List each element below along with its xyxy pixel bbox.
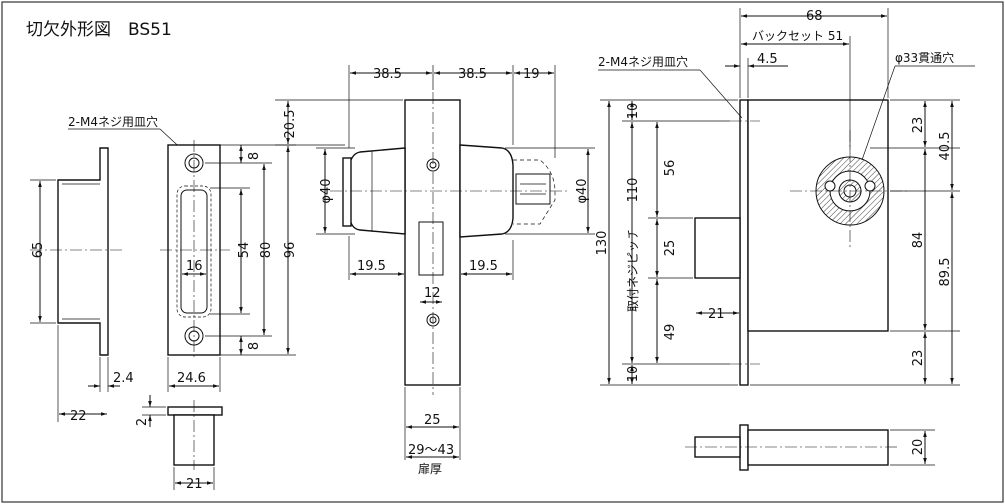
dim-68: 68	[806, 9, 823, 24]
label-screw-holes-left: 2-M4ネジ用皿穴	[68, 114, 158, 129]
label-door-thickness: 扉厚	[418, 462, 442, 476]
dim-25-latch: 25	[663, 240, 678, 257]
lock-top-view: 20	[685, 424, 935, 471]
lock-body-side-view: 68 バックセット 51 4.5 2-M4ネジ用皿穴 φ33貫通穴 130 10…	[595, 8, 975, 386]
dim-10-bottom: 10	[626, 366, 641, 383]
dim-84: 84	[911, 232, 926, 249]
dim-38-5-left: 38.5	[373, 67, 402, 82]
dim-21-strike: 21	[186, 477, 203, 492]
label-through-hole: φ33貫通穴	[895, 50, 954, 65]
dim-21-latch: 21	[708, 307, 725, 322]
label-mount-pitch: 取付ネジピッチ	[626, 228, 640, 312]
dim-20: 20	[911, 439, 926, 456]
dim-23-bottom: 23	[911, 350, 926, 367]
dim-19-5-left: 19.5	[357, 259, 386, 274]
dim-29-43: 29～43	[408, 443, 454, 458]
dim-49: 49	[663, 324, 678, 341]
dim-25-backplate: 25	[424, 413, 441, 428]
label-backset: バックセット 51	[752, 29, 843, 43]
dim-24-6: 24.6	[177, 371, 206, 386]
dim-phi40-right: φ40	[575, 178, 590, 203]
dim-phi40-left: φ40	[319, 178, 334, 203]
lock-front-view: 38.5 38.5 19 20.5 φ40 φ40 19.5 19.5 12	[275, 65, 595, 476]
dim-16: 16	[186, 259, 203, 274]
dim-12: 12	[424, 286, 441, 301]
dim-54: 54	[237, 242, 252, 259]
dim-96: 96	[283, 242, 298, 259]
dim-22: 22	[70, 409, 87, 424]
drawing-title: 切欠外形図 BS51	[26, 20, 172, 40]
dim-80: 80	[259, 242, 274, 259]
strike-top-view: 2 21	[135, 395, 223, 492]
strike-side-view: 65 2.4 22 2-M4ネジ用皿穴	[30, 114, 189, 424]
dim-19: 19	[523, 67, 540, 82]
dim-10-top: 10	[626, 103, 641, 120]
dim-8-bottom: 8	[247, 342, 262, 350]
strike-plate-front: 8 54 80 8 96 16 24.6	[160, 140, 298, 392]
dim-65: 65	[31, 242, 46, 259]
dim-40-5: 40.5	[938, 132, 953, 161]
dim-38-5-right: 38.5	[458, 67, 487, 82]
dim-8-top: 8	[247, 152, 262, 160]
dim-56: 56	[663, 160, 678, 177]
dim-110: 110	[626, 178, 641, 203]
label-screw-holes-right: 2-M4ネジ用皿穴	[598, 54, 688, 69]
dim-23-top: 23	[911, 117, 926, 134]
dim-4-5: 4.5	[757, 52, 778, 67]
dim-2-4: 2.4	[113, 371, 134, 386]
dim-89-5: 89.5	[938, 258, 953, 287]
dim-20-5: 20.5	[283, 110, 298, 139]
dim-19-5-right: 19.5	[469, 259, 498, 274]
dim-2: 2	[135, 418, 150, 426]
dim-130: 130	[595, 231, 610, 256]
